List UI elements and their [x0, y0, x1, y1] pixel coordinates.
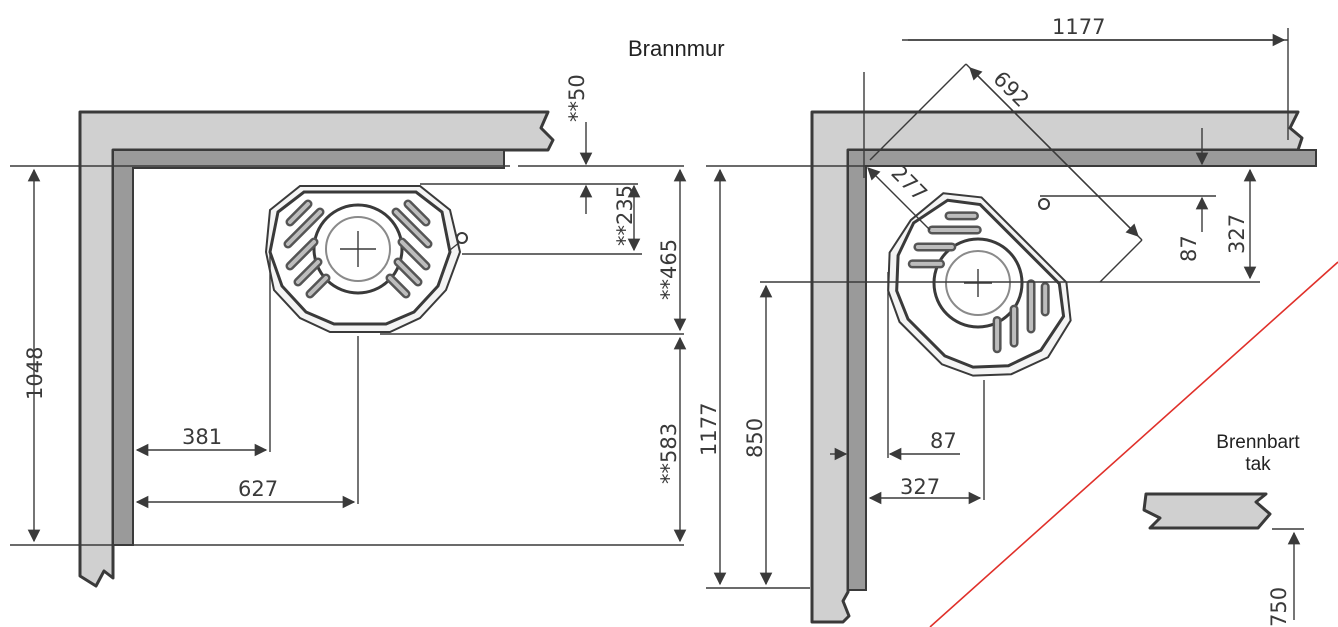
dim-wall-length-top: 1177 [1052, 15, 1105, 39]
left-stove-vents-right [385, 199, 433, 299]
ceiling-label-line2: tak [1245, 454, 1271, 475]
dim-clear-top-front: **50 [565, 74, 589, 122]
dim-clear-top-flue: **235 [613, 185, 637, 246]
dim-clear-top-back: **465 [657, 239, 681, 300]
left-stove [264, 185, 468, 333]
ceiling-beam [1142, 492, 1272, 530]
left-stove-vents-left [283, 199, 331, 299]
dim-diagonal: 692 [988, 67, 1033, 112]
right-firewall [810, 110, 1304, 624]
red-divider-line [929, 261, 1338, 627]
right-stove [887, 192, 1072, 377]
ceiling-label-line1: Brennbart [1216, 432, 1300, 453]
dim-clear-front: **583 [657, 423, 681, 484]
left-firewall [78, 110, 555, 588]
dim-overall-depth: 1048 [23, 347, 47, 400]
dim-corner-gap: 277 [886, 161, 931, 206]
left-view: 1048 **50 **235 **465 **583 381 627 [10, 74, 687, 588]
dim-side-to-center: 627 [238, 477, 278, 501]
dim-side-clear-small: 87 [930, 429, 957, 453]
dim-side-to-stove: 381 [182, 425, 222, 449]
dim-top-clear-small: 87 [1177, 235, 1201, 262]
title-brannmur: Brannmur [628, 36, 725, 61]
dim-top-clear-large: 327 [1225, 214, 1249, 254]
right-view: 1177 1177 850 692 277 87 327 87 327 [697, 15, 1317, 624]
dim-side-clear-large: 327 [900, 475, 940, 499]
dim-ceiling: 750 [1267, 587, 1291, 627]
ceiling-detail: Brennbart tak 750 [1142, 432, 1304, 627]
dim-depth-850: 850 [743, 418, 767, 458]
dim-wall-length-side: 1177 [697, 403, 721, 456]
